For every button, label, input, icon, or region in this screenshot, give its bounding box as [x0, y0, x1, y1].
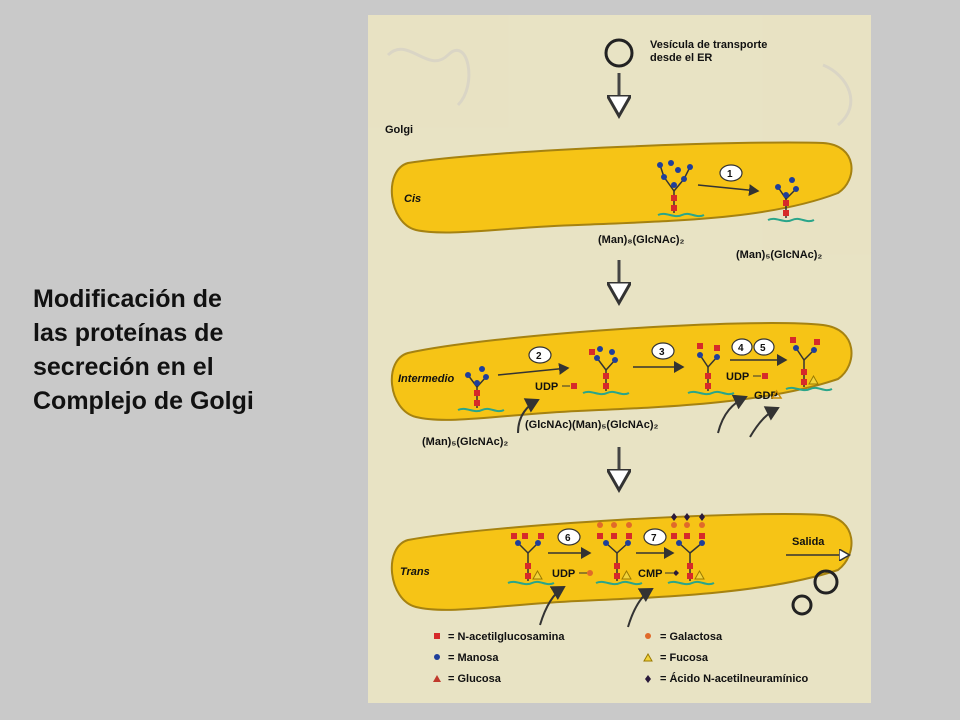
- udp-c-label: UDP: [552, 568, 575, 580]
- cisterna-trans: [390, 513, 853, 611]
- udp-a-glcnac: [571, 383, 577, 389]
- udp-a-curve-arrow: [517, 398, 540, 434]
- golgi-label: Golgi: [385, 124, 413, 136]
- slide-title: Modificación de las proteínas de secreci…: [33, 282, 333, 418]
- step-1-badge: [719, 164, 743, 182]
- cis-label: Cis: [404, 193, 421, 205]
- step-5-number: 5: [760, 343, 766, 354]
- transport-vesicle-icon: [604, 38, 634, 68]
- mid-input-formula: (Man)₅(GlcNAc)₂: [422, 436, 508, 448]
- legend-glcnac-label: = N-acetilglucosamina: [448, 631, 565, 643]
- udp-b-glcnac: [762, 373, 768, 379]
- glycan-mid-d: [785, 337, 833, 392]
- glycan-cis-output: [767, 177, 815, 223]
- step-2-badge: [528, 346, 552, 364]
- glycan-trans-c: [667, 513, 715, 586]
- cisterna-cis: [390, 141, 853, 234]
- title-line-1: Modificación de: [33, 285, 222, 313]
- intermedio-label: Intermedio: [398, 373, 455, 385]
- title-line-3: secreción en el: [33, 353, 214, 381]
- step-1-arrow: [697, 184, 760, 197]
- legend-manosa-label: = Manosa: [448, 652, 499, 664]
- vesicle-label-1: Vesícula de transporte: [650, 39, 767, 51]
- step-5-badge: [753, 338, 775, 356]
- cis-input-formula: (Man)₈(GlcNAc)₂: [598, 234, 685, 246]
- udp-b-label: UDP: [726, 371, 749, 383]
- legend-manosa-icon: [434, 654, 440, 660]
- golgi-figure: Vesícula de transporte desde el ER Golgi…: [368, 15, 871, 703]
- step-7-number: 7: [651, 533, 657, 544]
- glycan-cis-input: [657, 160, 705, 218]
- glycan-mid-c: [687, 343, 735, 396]
- gdp-fucose-icon: [770, 389, 783, 399]
- glycan-mid-b: [582, 346, 630, 396]
- secretory-vesicle-icon-1: [813, 569, 839, 595]
- vesicle-label-2: desde el ER: [650, 52, 712, 64]
- glycan-mid-a: [457, 366, 505, 413]
- trans-label: Trans: [400, 566, 430, 578]
- legend: = N-acetilglucosamina = Manosa = Glucosa…: [433, 631, 809, 685]
- udp-b-curve-arrow: [717, 394, 748, 434]
- cis-output-formula: (Man)₅(GlcNAc)₂: [736, 249, 822, 261]
- legend-glucosa-label: = Glucosa: [448, 673, 502, 685]
- step-1-number: 1: [727, 169, 733, 180]
- step-4-number: 4: [738, 343, 744, 354]
- udp-c-curve-arrow: [539, 585, 566, 626]
- title-line-4: Complejo de Golgi: [33, 387, 254, 415]
- legend-fucosa-icon: [643, 652, 653, 662]
- cmp-label: CMP: [638, 568, 662, 580]
- step-3-number: 3: [659, 347, 665, 358]
- step-4-badge: [731, 338, 753, 356]
- step-6-badge: [557, 528, 581, 546]
- legend-fucosa-label: = Fucosa: [660, 652, 709, 664]
- secretory-vesicle-icon-2: [791, 594, 813, 616]
- mid-mid-formula: (GlcNAc)(Man)₅(GlcNAc)₂: [525, 419, 658, 431]
- legend-galactosa-icon: [645, 633, 651, 639]
- cmp-curve-arrow: [627, 587, 654, 628]
- golgi-diagram: Vesícula de transporte desde el ER Golgi…: [368, 15, 871, 703]
- gdp-curve-arrow: [749, 406, 780, 438]
- legend-neu-icon: [645, 675, 651, 683]
- udp-c-galactose: [587, 570, 593, 576]
- legend-glcnac-icon: [434, 633, 440, 639]
- legend-glucosa-icon: [433, 675, 441, 682]
- glycan-trans-a: [507, 533, 555, 586]
- step-2-number: 2: [536, 351, 542, 362]
- legend-galactosa-label: = Galactosa: [660, 631, 723, 643]
- salida-label: Salida: [792, 536, 825, 548]
- udp-a-label: UDP: [535, 381, 558, 393]
- step-6-number: 6: [565, 533, 571, 544]
- cmp-neu-icon: [673, 570, 679, 576]
- legend-neu-label: = Ácido N-acetilneuramínico: [660, 672, 809, 685]
- title-line-2: las proteínas de: [33, 319, 224, 347]
- glycan-trans-b: [595, 522, 643, 586]
- step-2-arrow: [497, 362, 570, 376]
- gdp-label: GDP: [754, 390, 778, 402]
- step-7-badge: [643, 528, 667, 546]
- step-3-badge: [651, 342, 675, 360]
